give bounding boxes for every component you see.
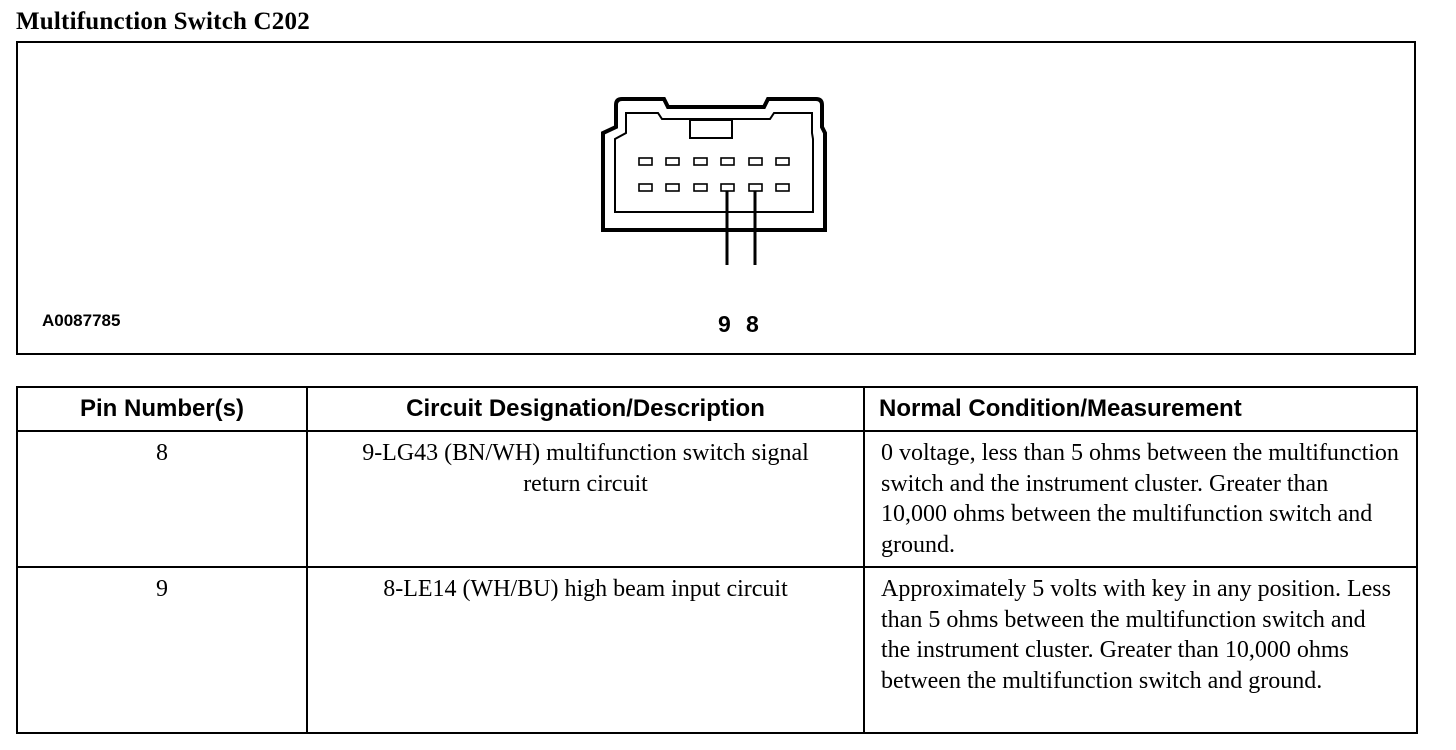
circuit-description-cell: 9-LG43 (BN/WH) multifunction switch sign… [306, 430, 865, 568]
pin-label-9: 9 [718, 311, 731, 337]
pin-number-cell: 8 [16, 430, 308, 568]
table-row: 9 8-LE14 (WH/BU) high beam input circuit… [16, 566, 1418, 734]
terminal-row-top [638, 157, 790, 166]
connector-diagram [601, 97, 827, 265]
connector-inner-cavity [614, 112, 814, 213]
page-title: Multifunction Switch C202 [16, 8, 310, 35]
header-normal-condition: Normal Condition/Measurement [863, 386, 1418, 432]
header-pin-numbers: Pin Number(s) [16, 386, 308, 432]
table-header-row: Pin Number(s) Circuit Designation/Descri… [16, 386, 1418, 432]
header-circuit-designation: Circuit Designation/Description [306, 386, 865, 432]
pin-table: Pin Number(s) Circuit Designation/Descri… [16, 386, 1418, 734]
pin-number-cell: 9 [16, 566, 308, 734]
condition-cell: Approximately 5 volts with key in any po… [863, 566, 1418, 734]
locking-tab [689, 119, 733, 139]
condition-cell: 0 voltage, less than 5 ohms between the … [863, 430, 1418, 568]
table-row: 8 9-LG43 (BN/WH) multifunction switch si… [16, 430, 1418, 568]
connector-figure: 9 8 A0087785 [16, 41, 1416, 355]
pin-label-8: 8 [746, 311, 759, 337]
circuit-description-cell: 8-LE14 (WH/BU) high beam input circuit [306, 566, 865, 734]
terminal-row-bottom [638, 183, 790, 192]
figure-id: A0087785 [42, 311, 121, 330]
connector-outer-shell [601, 97, 827, 232]
